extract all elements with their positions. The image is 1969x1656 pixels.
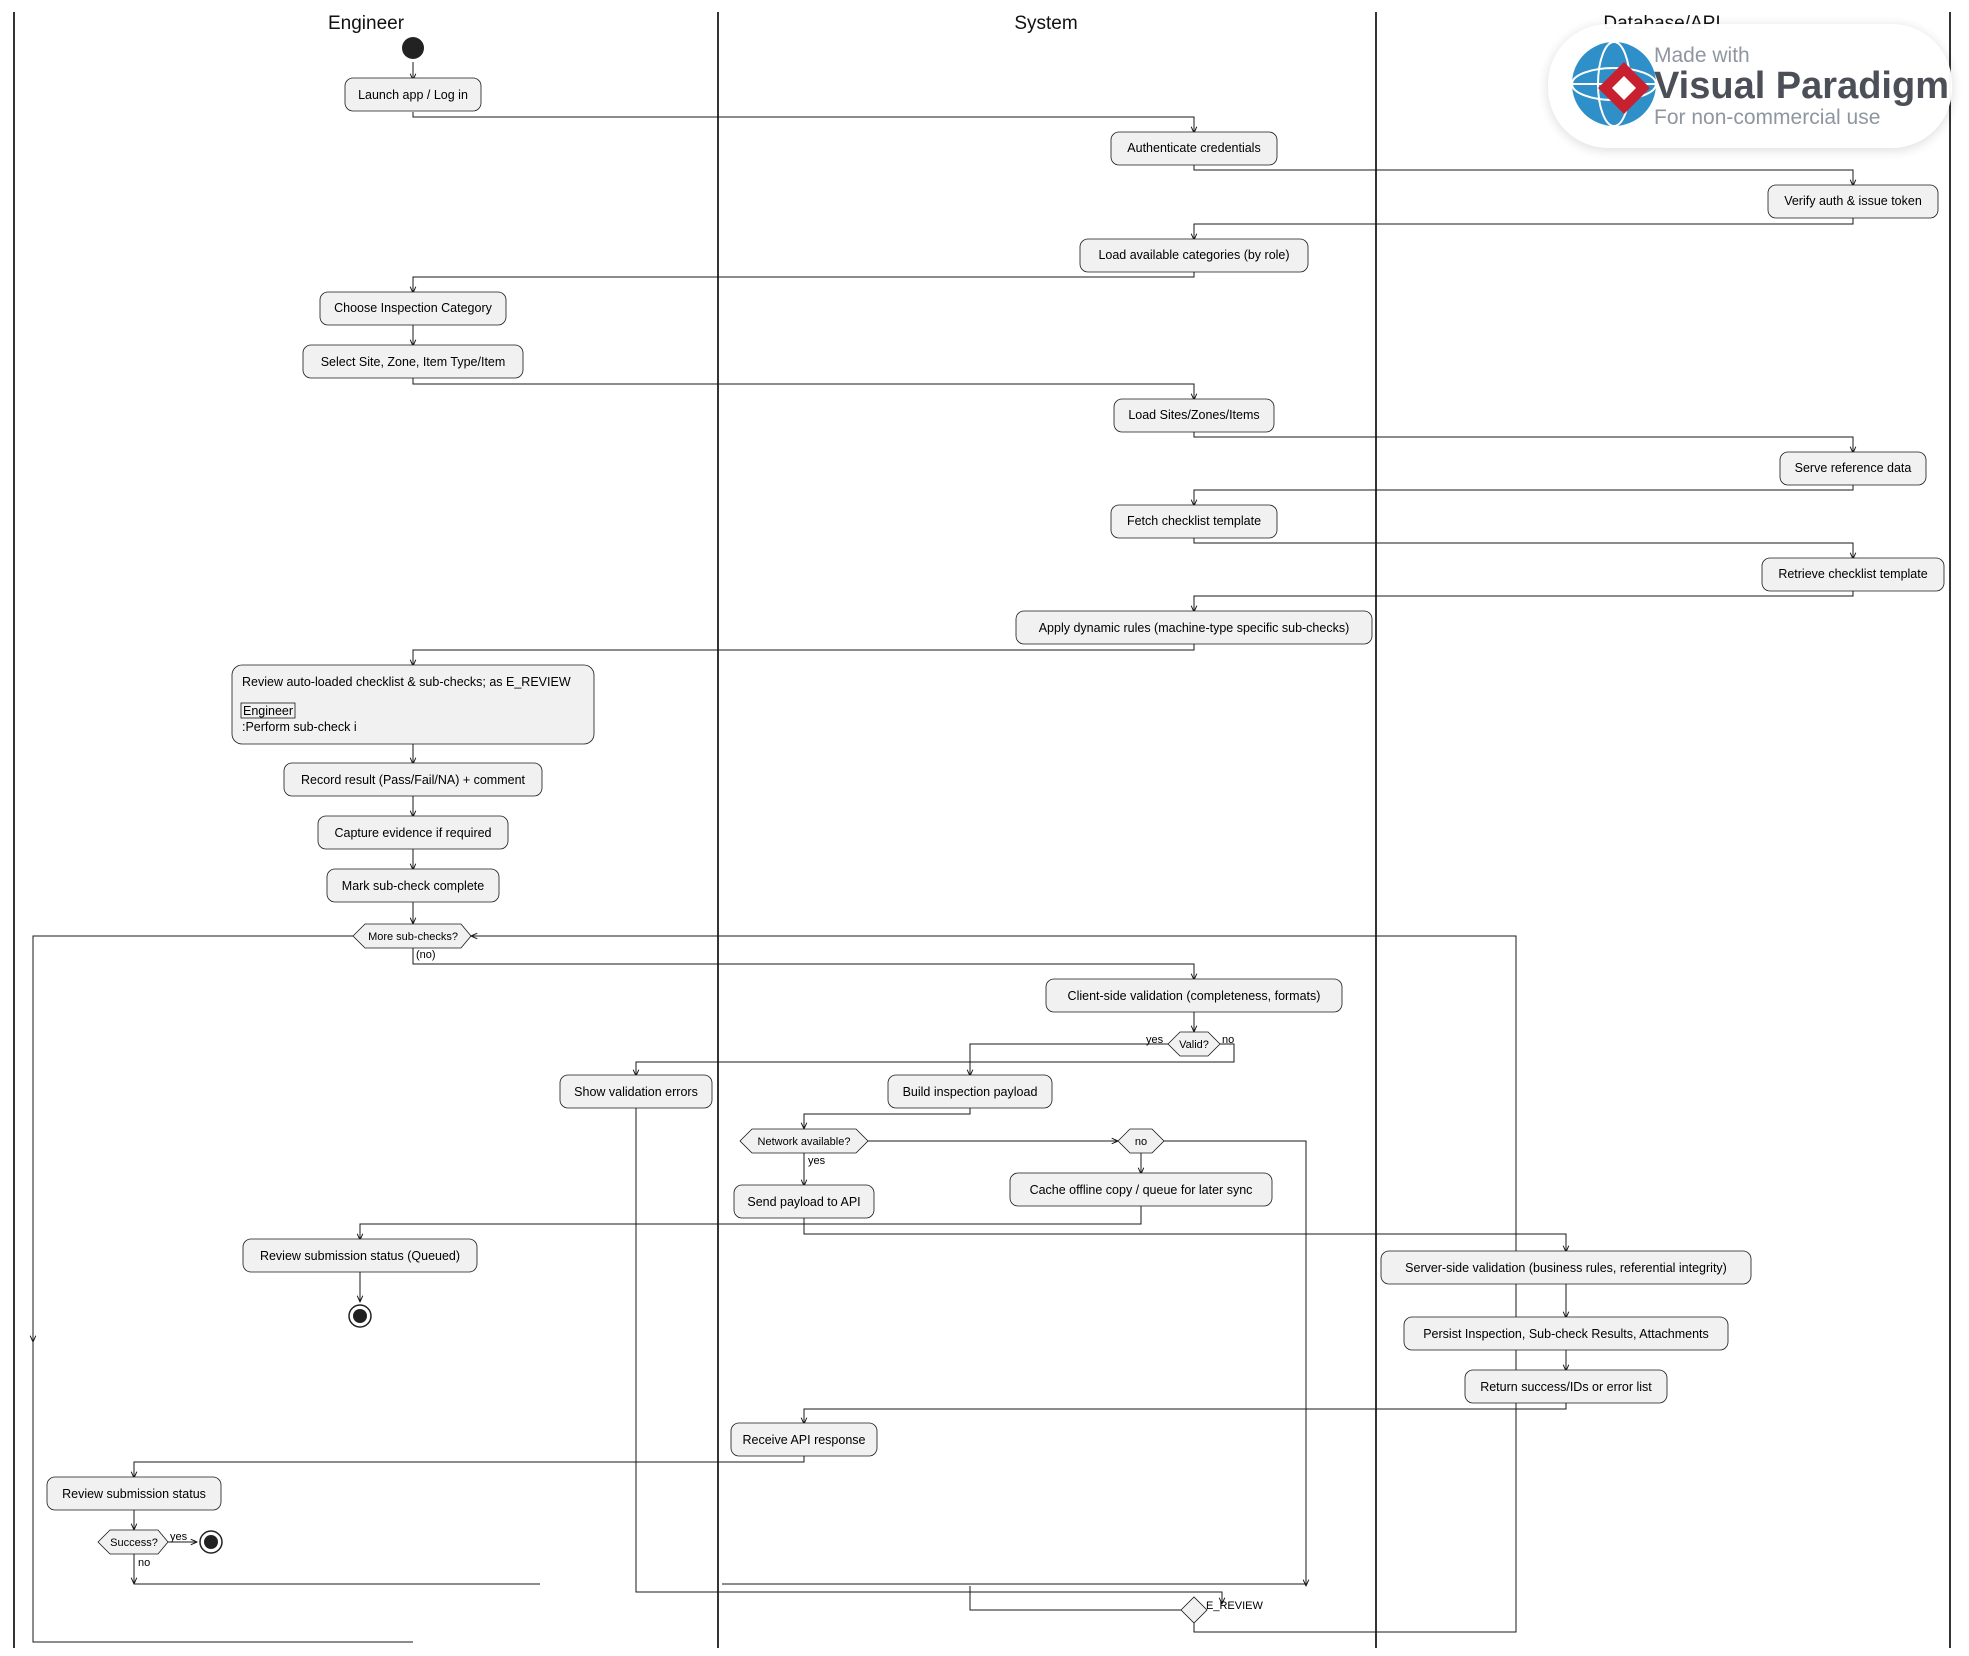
activity-fetch-template-label: Fetch checklist template <box>1127 514 1261 528</box>
watermark-note: For non-commercial use <box>1654 106 1880 129</box>
decision-success-label: Success? <box>110 1537 158 1549</box>
activity-record-result <box>283 762 543 797</box>
activity-review-status <box>46 1476 222 1511</box>
activity-show-validation-errors-label: Show validation errors <box>574 1085 698 1099</box>
activity-return-result <box>1464 1369 1668 1404</box>
activity-load-sites-label: Load Sites/Zones/Items <box>1128 408 1259 422</box>
activity-apply-dynamic-rules <box>1015 610 1373 645</box>
activity-server-validation <box>1380 1250 1752 1285</box>
activity-receive-response-label: Receive API response <box>743 1433 866 1447</box>
activity-mark-complete <box>326 868 500 903</box>
activity-review-queued-label: Review submission status (Queued) <box>260 1249 460 1263</box>
decision-no-node <box>1117 1128 1165 1154</box>
activity-load-categories <box>1079 238 1309 273</box>
activity-send-payload-label: Send payload to API <box>747 1195 860 1209</box>
guard-valid-yes: yes <box>1146 1034 1164 1046</box>
flow-connectors <box>33 62 1853 1643</box>
lane-title-engineer: Engineer <box>328 13 405 34</box>
guard-success-yes: yes <box>170 1531 188 1543</box>
guard-success-no: no <box>138 1557 150 1569</box>
activity-launch-login <box>344 77 482 112</box>
activity-load-sites <box>1113 398 1275 433</box>
decision-more-subchecks <box>352 923 472 949</box>
guard-network-yes: yes <box>808 1155 826 1167</box>
activity-load-categories-label: Load available categories (by role) <box>1098 248 1289 262</box>
visual-paradigm-watermark: Made with Visual Paradigm For non-commer… <box>1548 24 1952 148</box>
activity-retrieve-template-label: Retrieve checklist template <box>1778 567 1927 581</box>
activity-build-payload-label: Build inspection payload <box>903 1085 1038 1099</box>
activity-select-site-label: Select Site, Zone, Item Type/Item <box>321 355 506 369</box>
watermark-brand: Visual Paradigm <box>1654 65 1949 107</box>
activity-review-checklist-line3: :Perform sub-check i <box>242 720 357 734</box>
activity-review-checklist <box>231 664 595 745</box>
activity-verify-token-label: Verify auth & issue token <box>1784 194 1922 208</box>
activity-cache-offline <box>1009 1172 1273 1207</box>
activity-review-queued <box>242 1238 478 1273</box>
activity-client-validation <box>1045 978 1343 1013</box>
activity-build-payload <box>887 1074 1053 1109</box>
start-node <box>402 37 424 59</box>
activity-review-checklist-line1: Review auto-loaded checklist & sub-check… <box>242 675 571 689</box>
activity-send-payload <box>733 1184 875 1219</box>
lane-title-system: System <box>1014 13 1077 34</box>
activity-launch-login-label: Launch app / Log in <box>358 88 468 102</box>
decision-valid-label: Valid? <box>1179 1039 1209 1051</box>
activity-choose-category <box>319 291 507 326</box>
watermark-made-with: Made with <box>1654 44 1750 67</box>
guard-valid-no: no <box>1222 1034 1234 1046</box>
activity-record-result-label: Record result (Pass/Fail/NA) + comment <box>301 773 526 787</box>
activity-server-validation-label: Server-side validation (business rules, … <box>1405 1261 1727 1275</box>
activity-review-status-label: Review submission status <box>62 1487 206 1501</box>
end-node-success-inner <box>204 1535 218 1549</box>
activity-capture-evidence-label: Capture evidence if required <box>334 826 491 840</box>
guard-e-review: E_REVIEW <box>1206 1600 1263 1612</box>
activity-authenticate-label: Authenticate credentials <box>1127 141 1260 155</box>
activity-fetch-template <box>1110 504 1278 539</box>
end-node-queued-inner <box>353 1309 367 1323</box>
activity-retrieve-template <box>1761 557 1945 592</box>
decision-more-subchecks-label: More sub-checks? <box>368 931 458 943</box>
activity-serve-reference <box>1779 451 1927 486</box>
activity-choose-category-label: Choose Inspection Category <box>334 301 492 315</box>
activity-client-validation-label: Client-side validation (completeness, fo… <box>1068 989 1321 1003</box>
merge-node <box>1180 1596 1208 1624</box>
activity-return-result-label: Return success/IDs or error list <box>1480 1380 1652 1394</box>
decision-no-node-label: no <box>1135 1136 1147 1148</box>
activity-capture-evidence <box>317 815 509 850</box>
activity-show-validation-errors <box>559 1074 713 1109</box>
guard-no-more-subchecks: (no) <box>416 949 436 961</box>
activity-receive-response <box>730 1422 878 1457</box>
activity-persist-inspection <box>1403 1316 1729 1351</box>
engineer-partition-frame <box>240 702 296 719</box>
activity-authenticate <box>1110 131 1278 166</box>
decision-success <box>97 1529 169 1555</box>
activity-cache-offline-label: Cache offline copy / queue for later syn… <box>1030 1183 1253 1197</box>
activity-apply-dynamic-rules-label: Apply dynamic rules (machine-type specif… <box>1039 621 1350 635</box>
activity-mark-complete-label: Mark sub-check complete <box>342 879 484 893</box>
activity-select-site <box>302 344 524 379</box>
activity-serve-reference-label: Serve reference data <box>1795 461 1912 475</box>
decision-network-available-label: Network available? <box>758 1136 851 1148</box>
activity-review-checklist-line2: Engineer <box>243 704 293 718</box>
activity-persist-inspection-label: Persist Inspection, Sub-check Results, A… <box>1423 1327 1709 1341</box>
decision-valid <box>1167 1031 1221 1057</box>
decision-network-available <box>739 1128 869 1154</box>
activity-verify-token <box>1767 184 1939 219</box>
